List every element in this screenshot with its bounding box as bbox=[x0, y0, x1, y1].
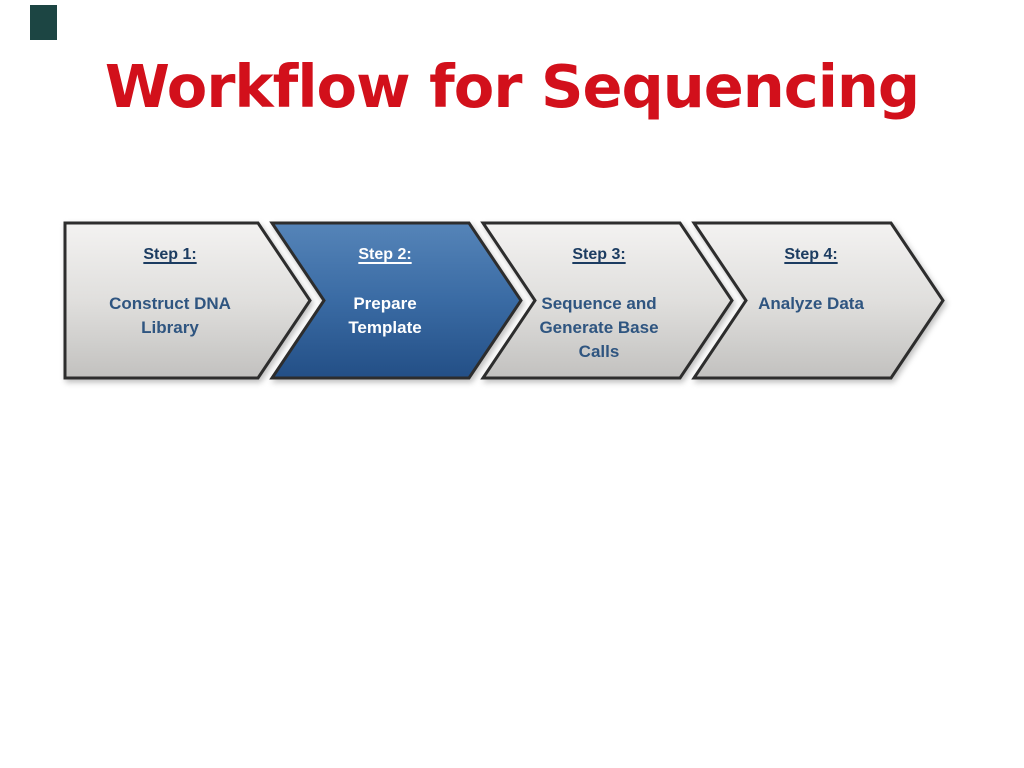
step-1-body: Construct DNA Library bbox=[109, 294, 231, 337]
step-3-body: Sequence and Generate Base Calls bbox=[539, 294, 659, 361]
step-1-chevron-shape bbox=[63, 221, 312, 380]
step-3-heading: Step 3: bbox=[572, 246, 626, 263]
step-4-heading: Step 4: bbox=[784, 246, 838, 263]
step-1-heading: Step 1: bbox=[143, 246, 197, 263]
slide-title: Workflow for Sequencing bbox=[104, 52, 920, 121]
step-4-chevron-shape bbox=[691, 221, 945, 380]
step-1-label-group: Step 1: Construct DNA Library bbox=[65, 246, 275, 378]
step-4-label-group: Step 4: Analyze Data bbox=[706, 246, 916, 378]
step-4-body: Analyze Data bbox=[758, 294, 864, 313]
step-2-body: Prepare Template bbox=[348, 294, 422, 337]
step-2-heading: Step 2: bbox=[358, 246, 412, 263]
sequencing-workflow-diagram: Step 1: Construct DNA Library Step 2: Pr… bbox=[50, 212, 970, 387]
step-3-label-group: Step 3: Sequence and Generate Base Calls bbox=[494, 246, 704, 378]
step-3-chevron-shape bbox=[480, 221, 734, 380]
step-2-label-group: Step 2: Prepare Template bbox=[280, 246, 490, 378]
step-2-chevron-shape bbox=[269, 221, 523, 380]
corner-accent-block bbox=[30, 5, 57, 40]
chevron-process-band bbox=[63, 221, 945, 380]
